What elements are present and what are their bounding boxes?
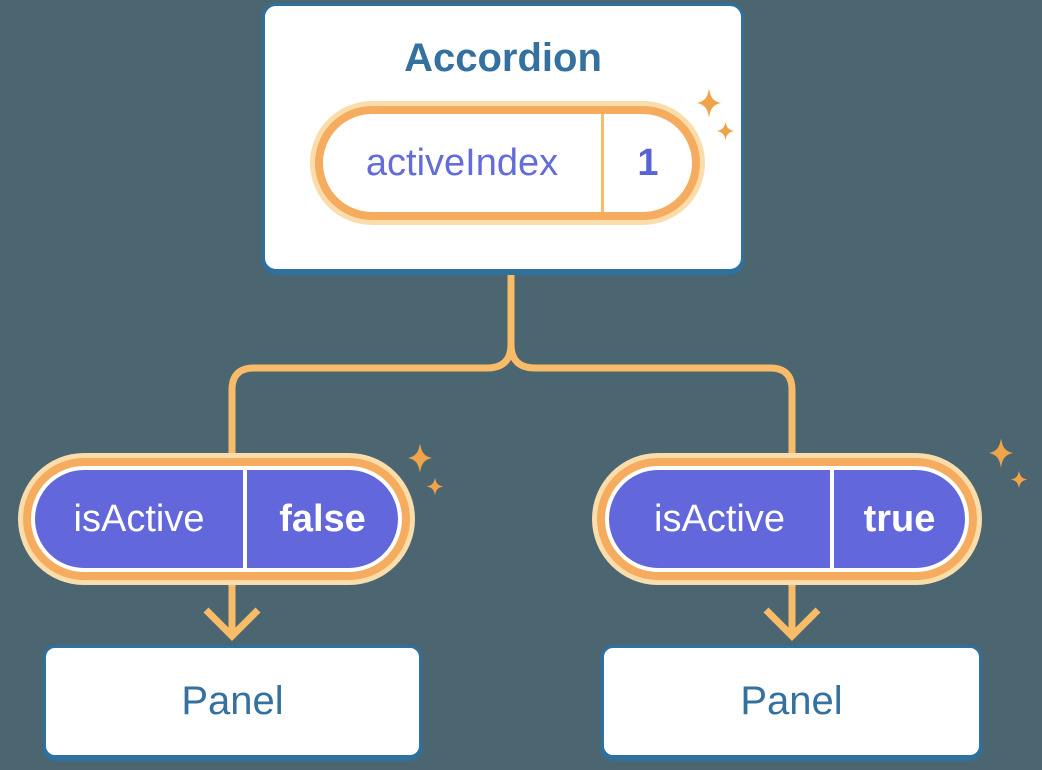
component-title: Panel — [740, 679, 843, 723]
state-pill: activeIndex 1 — [315, 106, 700, 220]
sparkle-icon — [989, 438, 1013, 468]
panel-node-left: Panel — [43, 645, 422, 758]
component-title: Accordion — [404, 36, 602, 80]
prop-value: false — [279, 497, 366, 540]
prop-pill-left: isActive false — [31, 466, 402, 572]
branch-line-right — [507, 271, 796, 462]
pill-divider — [243, 470, 247, 568]
sparkle-icon — [426, 477, 444, 496]
prop-name: isActive — [73, 497, 205, 540]
state-name: activeIndex — [365, 141, 559, 184]
sparkle-icon — [716, 121, 735, 141]
pill-divider — [830, 470, 834, 568]
sparkle-icon — [408, 443, 432, 473]
state-value: 1 — [637, 141, 659, 184]
prop-name: isActive — [654, 497, 785, 540]
prop-value: true — [863, 497, 936, 540]
sparkle-icon — [697, 88, 721, 118]
arrow-head-right — [763, 607, 821, 641]
prop-pill-right: isActive true — [605, 466, 969, 572]
branch-line-left — [228, 271, 515, 462]
panel-node-right: Panel — [601, 645, 982, 758]
arrow-head-left — [203, 607, 261, 641]
sparkle-icon — [1010, 470, 1028, 489]
component-title: Panel — [181, 679, 284, 723]
pill-divider — [601, 114, 604, 212]
